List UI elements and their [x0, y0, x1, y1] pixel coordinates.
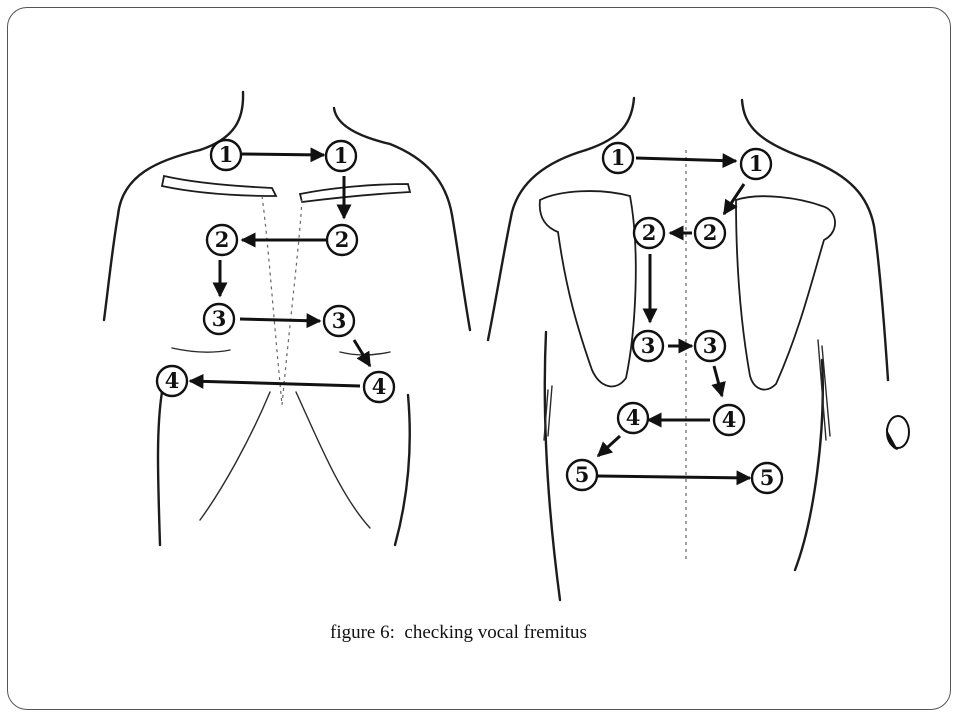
front-arrow-5: [239, 313, 322, 329]
front-arrow-1: [241, 147, 326, 163]
back-left-shading: [543, 385, 553, 441]
back-marker-2-left: 2: [632, 216, 666, 250]
front-right-chest-line: [339, 351, 391, 356]
front-marker-1-left: 1: [209, 138, 243, 172]
svg-text:1: 1: [334, 143, 349, 168]
front-neck-right: [332, 106, 392, 146]
figure-caption: figure 6: checking vocal fremitus: [330, 622, 587, 643]
svg-text:4: 4: [626, 405, 641, 430]
svg-text:2: 2: [642, 220, 657, 245]
back-arrow-8: [596, 434, 622, 458]
back-arrow-6: [711, 365, 726, 398]
back-neck-right: [740, 98, 812, 162]
svg-text:2: 2: [335, 227, 350, 252]
back-torso: [486, 96, 890, 602]
svg-text:1: 1: [611, 145, 626, 170]
back-marker-3-left: 3: [631, 329, 665, 363]
front-marker-4-right: 4: [362, 370, 396, 404]
svg-text:3: 3: [703, 333, 718, 358]
svg-text:4: 4: [165, 368, 180, 393]
front-marker-2-right: 2: [325, 223, 359, 257]
front-neck-left: [198, 90, 245, 152]
back-right-flank: [793, 358, 824, 572]
front-left-clavicle: [160, 174, 278, 197]
front-right-costal-margin: [295, 391, 371, 529]
back-marker-1-right: 1: [739, 147, 773, 181]
svg-text:1: 1: [219, 142, 234, 167]
svg-text:4: 4: [372, 374, 387, 399]
back-marker-5-right: 5: [750, 461, 784, 495]
back-arrows: [596, 153, 752, 486]
front-right-side: [388, 142, 472, 332]
front-marker-3-left: 3: [202, 302, 236, 336]
back-left-side: [486, 148, 588, 342]
svg-text:3: 3: [332, 308, 347, 333]
front-left-costal-margin: [199, 391, 271, 521]
back-marker-4-right: 4: [712, 403, 746, 437]
front-torso: [102, 90, 472, 547]
back-marker-5-left: 5: [565, 458, 599, 492]
svg-text:3: 3: [641, 333, 656, 358]
svg-text:3: 3: [212, 306, 227, 331]
front-right-flank: [393, 393, 411, 547]
svg-text:1: 1: [749, 151, 764, 176]
front-arrow-7: [188, 373, 361, 389]
front-sternum: [261, 195, 303, 406]
svg-text:4: 4: [722, 407, 737, 432]
back-right-side: [808, 158, 890, 382]
svg-text:2: 2: [215, 227, 230, 252]
back-marker-1-left: 1: [601, 141, 635, 175]
scan-mark: [886, 415, 910, 450]
front-marker-1-right: 1: [324, 139, 358, 173]
front-marker-3-right: 3: [322, 304, 356, 338]
back-arrow-2: [722, 183, 746, 216]
back-left-scapula: [538, 190, 637, 388]
front-left-chest-line: [171, 347, 231, 353]
svg-text:5: 5: [575, 462, 590, 487]
back-marker-2-right: 2: [693, 216, 727, 250]
slide-frame: [7, 7, 951, 710]
svg-text:2: 2: [703, 220, 718, 245]
front-left-side: [102, 148, 202, 322]
front-left-flank: [156, 390, 164, 547]
back-right-scapula: [735, 195, 836, 391]
back-arrow-9: [597, 470, 752, 486]
back-right-shading: [817, 339, 831, 441]
front-right-clavicle: [298, 183, 412, 203]
back-marker-3-right: 3: [693, 329, 727, 363]
back-left-flank: [543, 330, 562, 602]
svg-text:5: 5: [760, 465, 775, 490]
back-arrow-1: [635, 153, 738, 169]
front-marker-4-left: 4: [155, 364, 189, 398]
front-arrow-6: [352, 339, 372, 368]
back-neck-left: [584, 96, 636, 152]
front-arrows: [188, 147, 372, 389]
front-marker-2-left: 2: [205, 223, 239, 257]
back-marker-4-left: 4: [616, 401, 650, 435]
